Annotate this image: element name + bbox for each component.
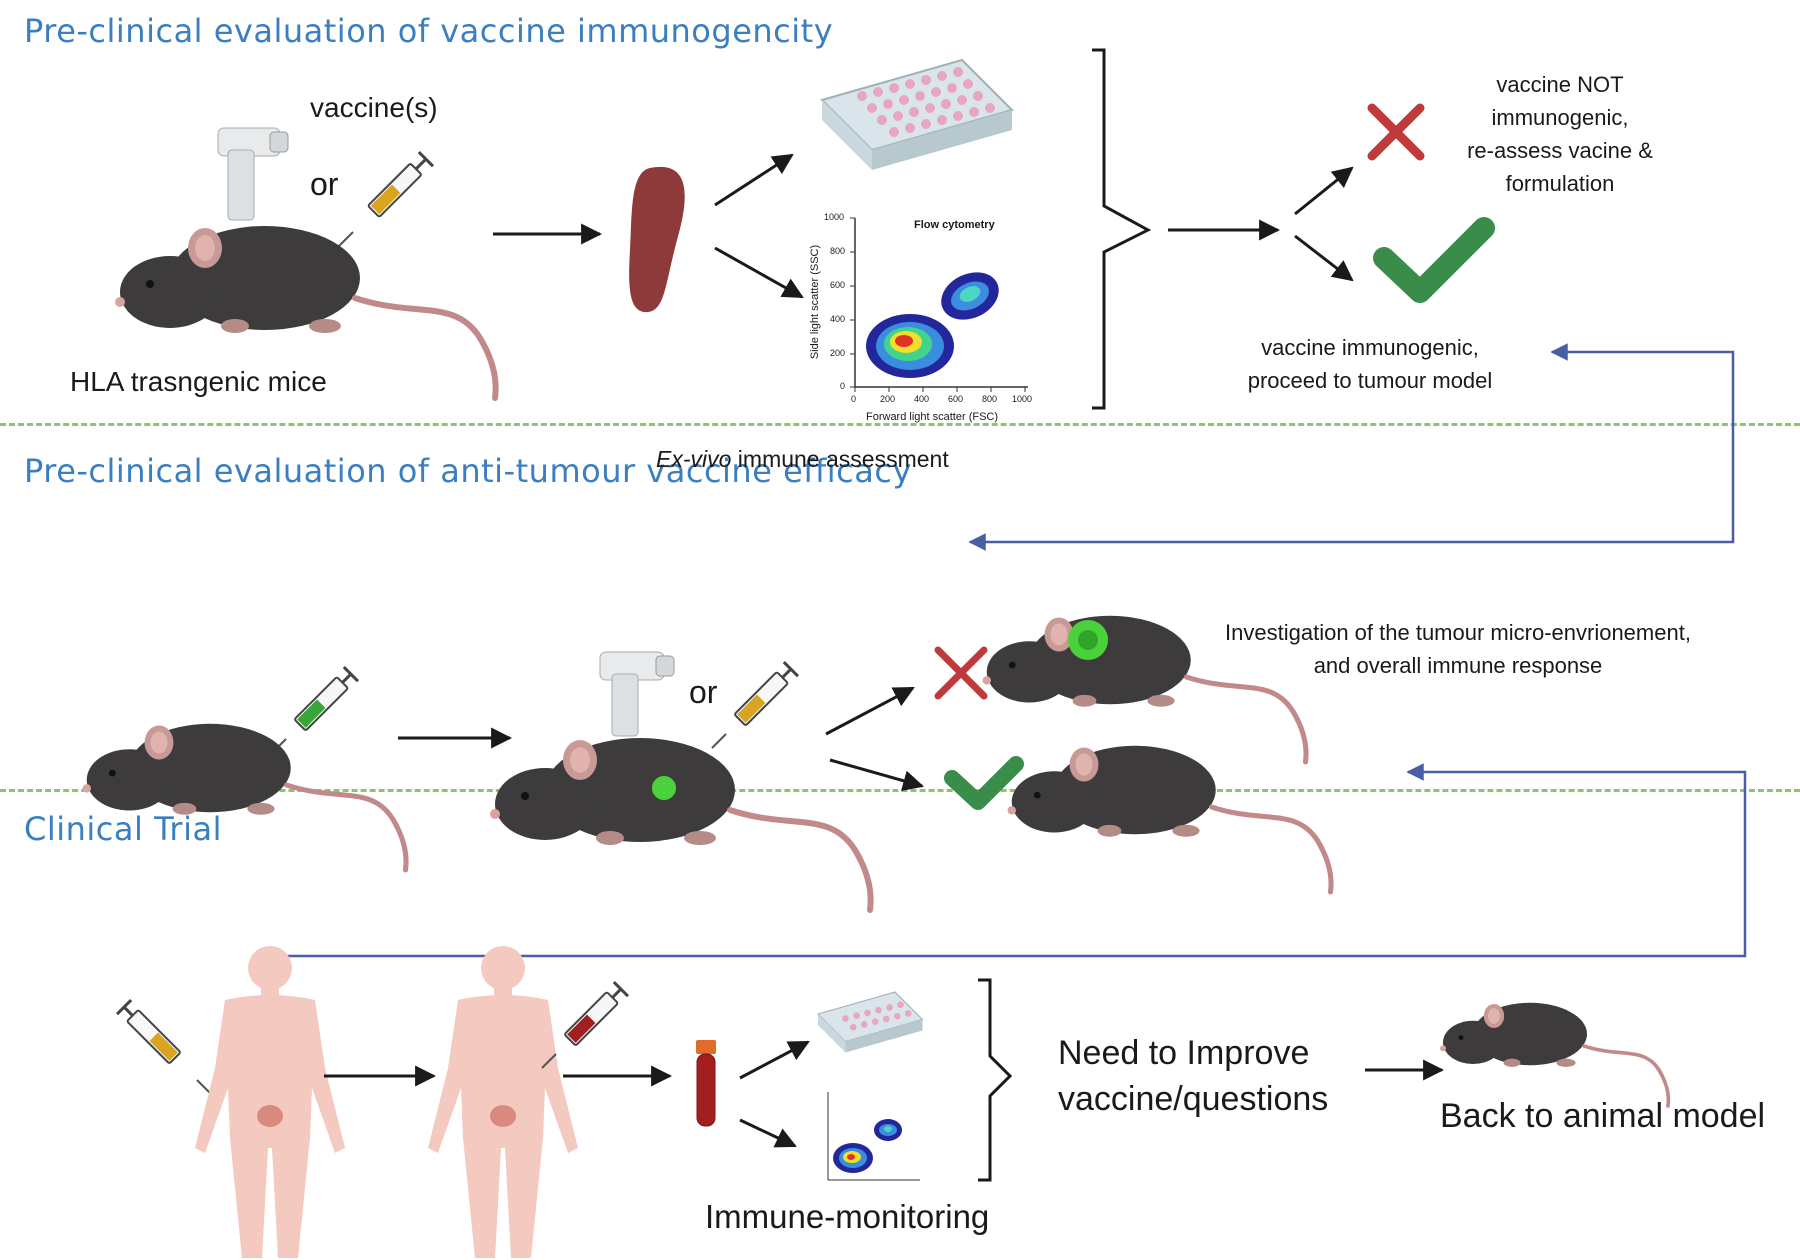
ex-vivo-italic: Ex-vivo <box>656 446 732 472</box>
x-tick: 200 <box>880 394 896 404</box>
mouse-icon <box>490 738 871 910</box>
section-title-clinical-trial: Clinical Trial <box>24 810 222 848</box>
spleen-icon <box>629 166 685 313</box>
y-tick: 0 <box>840 381 846 391</box>
section-separator <box>0 423 1800 426</box>
immunogenic-text: vaccine immunogenic, proceed to tumour m… <box>1200 331 1540 397</box>
flow-arrow <box>714 153 794 207</box>
mouse-icon <box>1008 746 1332 892</box>
y-tick: 800 <box>830 246 846 256</box>
x-tick: 1000 <box>1012 394 1033 404</box>
mice-label: HLA trasngenic mice <box>70 366 327 397</box>
feedback-arrow <box>968 343 1735 551</box>
elispot-plate-icon <box>821 59 1013 171</box>
y-tick: 1000 <box>824 212 845 222</box>
bracket <box>978 978 1013 1182</box>
x-tick: 800 <box>982 394 998 404</box>
flow-arrow <box>714 246 804 299</box>
cross-icon <box>1367 103 1425 161</box>
flow-plot-title: Flow cytometry <box>914 219 995 231</box>
text-line: re-assess vacine & <box>1467 138 1653 163</box>
syringe-icon <box>115 998 216 1099</box>
flow-arrow <box>1294 234 1354 282</box>
mouse-icon <box>83 724 407 870</box>
flow-arrow <box>825 686 915 736</box>
gene-gun-icon <box>599 651 675 737</box>
feedback-arrow <box>260 763 1747 965</box>
section-title-immunogenicity: Pre-clinical evaluation of vaccine immun… <box>24 12 834 50</box>
flow-plot-ylabel: Side light scatter (SSC) <box>809 244 822 360</box>
blood-tube-icon <box>696 1040 716 1127</box>
vaccine-label: vaccine(s) <box>310 92 438 123</box>
text-line: and overall immune response <box>1313 653 1603 678</box>
check-icon <box>944 756 1024 810</box>
text-line: vaccine NOT <box>1496 72 1624 97</box>
bracket <box>1092 48 1152 410</box>
or-label: or <box>310 166 339 202</box>
assessment-rest: immune assessment <box>731 446 949 472</box>
back-to-animal-model-label: Back to animal model <box>1440 1097 1766 1135</box>
or-label: or <box>689 674 718 710</box>
check-icon <box>1373 217 1495 303</box>
gene-gun-icon <box>217 127 289 221</box>
human-body-icon <box>428 946 578 1258</box>
x-tick: 600 <box>948 394 964 404</box>
flow-cytometry-plot <box>854 218 1028 388</box>
syringe-icon <box>711 660 800 749</box>
flow-cytometry-plot <box>827 1092 920 1181</box>
text-line: immunogenic, <box>1491 105 1629 130</box>
syringe-icon <box>271 665 360 754</box>
text-line: vaccine immunogenic, <box>1261 335 1479 360</box>
mouse-icon <box>1438 1000 1671 1108</box>
text-line: formulation <box>1505 171 1615 196</box>
y-tick: 600 <box>830 280 846 290</box>
cross-icon <box>934 646 988 700</box>
syringe-icon <box>334 150 435 251</box>
x-tick: 400 <box>914 394 930 404</box>
flow-plot-xlabel: Forward light scatter (FSC) <box>866 411 999 423</box>
need-improve-text: Need to Improve vaccine/questions <box>1058 1030 1328 1122</box>
flow-arrow <box>829 758 925 791</box>
immune-monitoring-label: Immune-monitoring <box>705 1198 990 1235</box>
y-tick: 200 <box>830 348 846 358</box>
tumour-icon <box>652 776 676 800</box>
investigation-text: Investigation of the tumour micro-envrio… <box>1178 616 1738 682</box>
section-title-efficacy: Pre-clinical evaluation of anti-tumour v… <box>24 452 912 490</box>
elispot-plate-icon <box>817 991 924 1054</box>
x-tick: 0 <box>851 394 857 404</box>
text-line: vaccine/questions <box>1058 1080 1329 1118</box>
y-tick: 400 <box>830 314 846 324</box>
flow-arrow <box>739 1118 797 1148</box>
text-line: proceed to tumour model <box>1247 368 1493 393</box>
text-line: Need to Improve <box>1058 1034 1310 1072</box>
flow-arrow <box>1294 166 1354 216</box>
text-line: Investigation of the tumour micro-envrio… <box>1225 620 1691 645</box>
not-immunogenic-text: vaccine NOT immunogenic, re-assess vacin… <box>1430 68 1690 200</box>
ex-vivo-assessment-label: Ex-vivo immune assessment <box>656 446 949 473</box>
syringe-icon <box>541 980 630 1069</box>
flow-arrow <box>739 1040 810 1080</box>
human-body-icon <box>195 946 345 1258</box>
